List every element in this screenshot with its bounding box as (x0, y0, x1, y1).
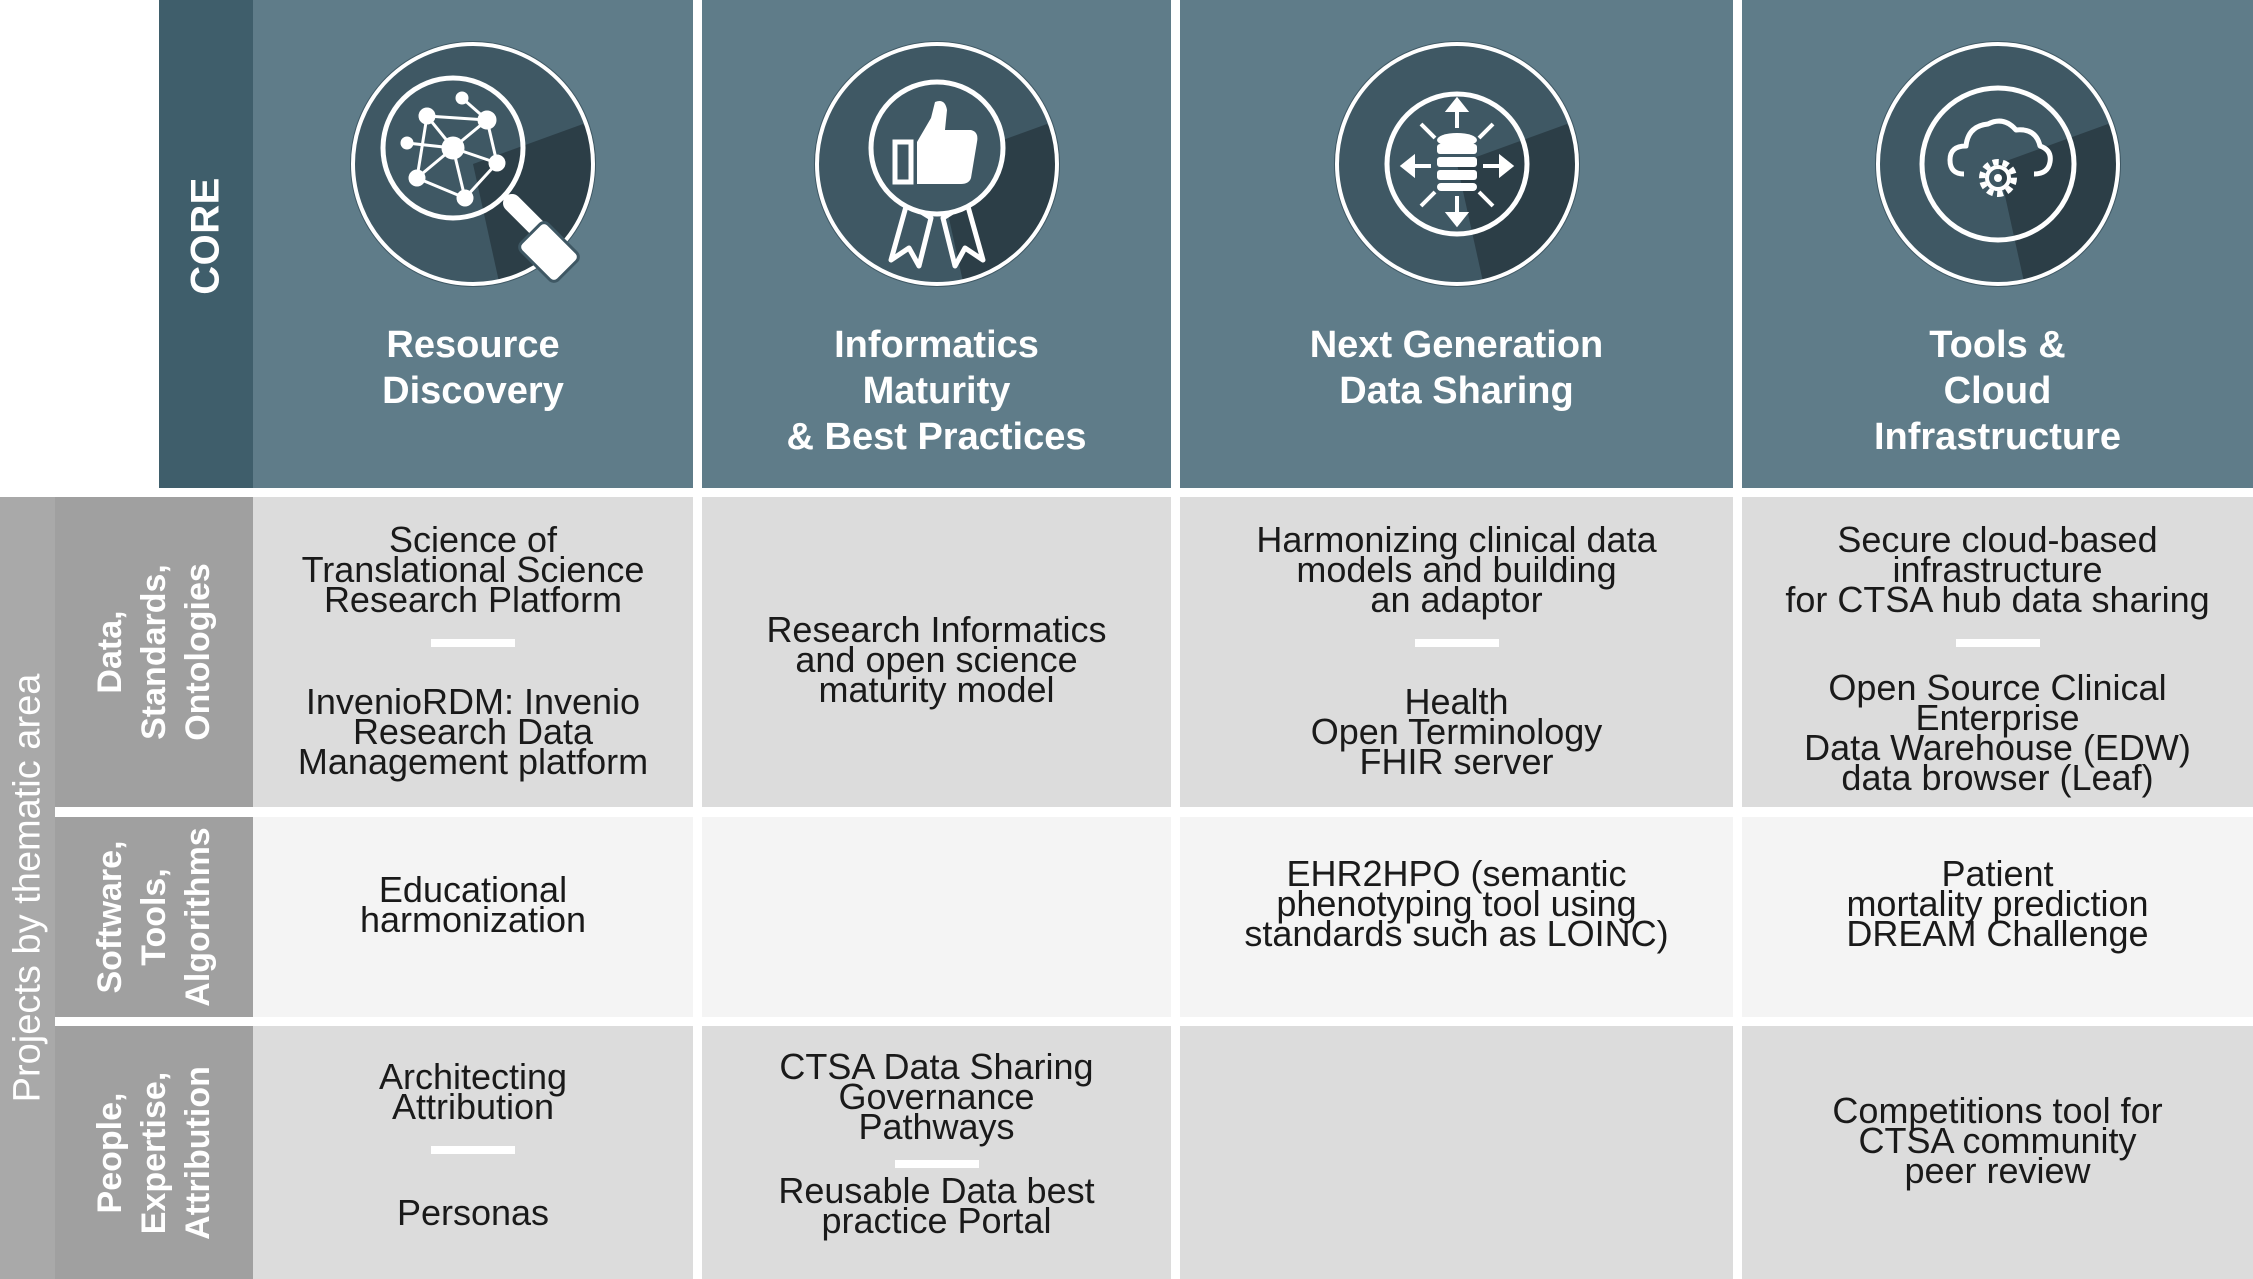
cell-people-resource-discovery: Architecting Attribution Personas (253, 1026, 693, 1279)
cloud-gear-icon (1874, 41, 2121, 287)
separator (1955, 639, 2040, 647)
row-header-software-tools: Software, Tools, Algorithms (55, 817, 253, 1017)
cell-people-informatics-maturity: CTSA Data Sharing Governance Pathways Re… (702, 1026, 1171, 1279)
cell-people-next-gen-sharing (1180, 1026, 1733, 1279)
project-text: Patient mortality prediction DREAM Chall… (1846, 853, 2149, 954)
project-text: InvenioRDM: Invenio Research Data Manage… (297, 681, 649, 782)
project-text: Research Informatics and open science ma… (766, 609, 1107, 710)
row-header-people-expertise: People, Expertise, Attribution (55, 1026, 253, 1279)
row-header-data-standards: Data, Standards, Ontologies (55, 497, 253, 807)
thumbs-up-award-icon (813, 41, 1060, 287)
thematic-area-label: Projects by thematic area (6, 673, 48, 1103)
cell-software-tools-cloud: Patient mortality prediction DREAM Chall… (1742, 817, 2253, 1017)
row-label: Data, Standards, Ontologies (91, 563, 217, 741)
cell-people-tools-cloud: Competitions tool for CTSA community pee… (1742, 1026, 2253, 1279)
project-text: Personas (396, 1192, 550, 1233)
column-title: Tools & Cloud Infrastructure (1873, 324, 2122, 458)
cell-software-next-gen-sharing: EHR2HPO (semantic phenotyping tool using… (1180, 817, 1733, 1017)
separator (1414, 639, 1499, 647)
thematic-area-sidebar: Projects by thematic area (0, 497, 55, 1279)
column-header-informatics-maturity: Informatics Maturity & Best Practices (702, 0, 1171, 488)
project-text: Architecting Attribution (378, 1056, 568, 1127)
project-text: Educational harmonization (359, 869, 587, 940)
network-magnifier-icon (350, 41, 596, 287)
column-header-tools-cloud-infrastructure: Tools & Cloud Infrastructure (1742, 0, 2253, 488)
database-arrows-icon (1333, 41, 1580, 287)
column-header-resource-discovery: Resource Discovery (253, 0, 693, 488)
project-text: Open Source Clinical Enterprise Data War… (1804, 667, 2191, 798)
column-title: Resource Discovery (382, 324, 564, 412)
cell-data-tools-cloud: Secure cloud-based infrastructure for CT… (1742, 497, 2253, 807)
project-text: CTSA Data Sharing Governance Pathways (779, 1046, 1094, 1147)
project-text: EHR2HPO (semantic phenotyping tool using… (1244, 853, 1669, 954)
row-label: Software, Tools, Algorithms (91, 827, 217, 1007)
column-title: Informatics Maturity & Best Practices (786, 324, 1087, 458)
project-text: Science of Translational Science Researc… (301, 519, 645, 620)
project-text: Competitions tool for CTSA community pee… (1832, 1090, 2163, 1191)
separator (431, 639, 515, 647)
project-text: Reusable Data best practice Portal (778, 1170, 1095, 1241)
row-label: People, Expertise, Attribution (91, 1065, 217, 1240)
cell-data-next-gen-sharing: Harmonizing clinical data models and bui… (1180, 497, 1733, 807)
project-text: Harmonizing clinical data models and bui… (1256, 519, 1657, 620)
column-header-next-generation-data-sharing: Next Generation Data Sharing (1180, 0, 1733, 488)
project-text: Health Open Terminology FHIR server (1310, 681, 1603, 782)
cell-software-resource-discovery: Educational harmonization (253, 817, 693, 1017)
cell-data-informatics-maturity: Research Informatics and open science ma… (702, 497, 1171, 807)
separator (431, 1146, 515, 1154)
project-text: Secure cloud-based infrastructure for CT… (1785, 519, 2210, 620)
cell-software-informatics-maturity (702, 817, 1171, 1017)
core-bar: CORE (159, 0, 253, 488)
separator (894, 1160, 979, 1168)
column-title: Next Generation Data Sharing (1309, 324, 1604, 412)
core-label: CORE (183, 177, 228, 295)
cell-data-resource-discovery: Science of Translational Science Researc… (253, 497, 693, 807)
